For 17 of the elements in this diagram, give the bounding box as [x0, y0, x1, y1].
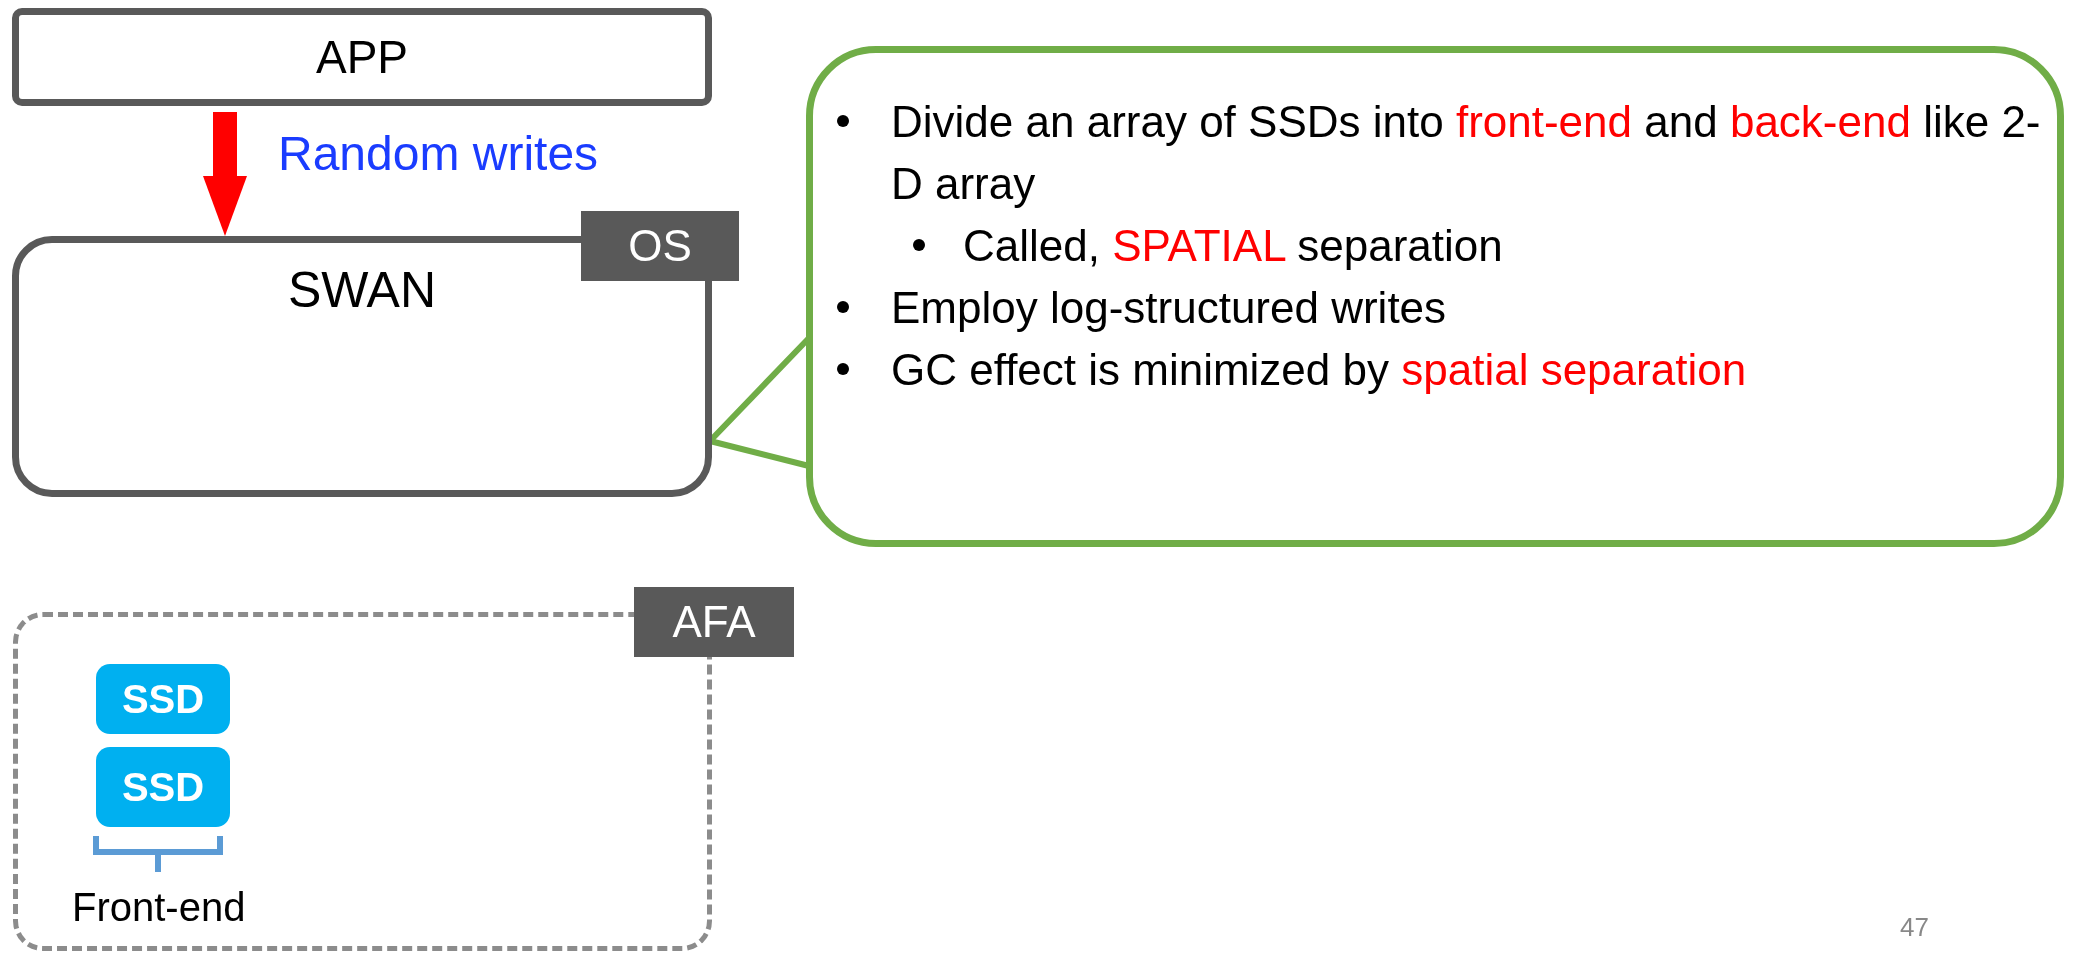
tag-label: AFA [634, 587, 794, 657]
ssd-label: SSD [120, 676, 206, 722]
box-label: APP [314, 30, 409, 84]
box-title: SWAN [286, 261, 438, 319]
ssd-box [96, 747, 230, 827]
page-number: 47 [1900, 912, 1929, 943]
edge-label: Random writes [278, 126, 599, 181]
callout-bubble [806, 46, 2064, 547]
app-box [12, 8, 712, 106]
tag-label: OS [581, 211, 739, 281]
ssd-box [96, 664, 230, 734]
ssd-label: SSD [120, 764, 206, 810]
bullet-text: Employ log-structured writes [891, 282, 1448, 334]
bullet-text: Called, SPATIAL separation [963, 220, 1504, 272]
bullet-text: GC effect is minimized by spatial separation [891, 344, 1748, 396]
arrow [203, 112, 247, 236]
bracket-label: Front-end [72, 885, 246, 930]
